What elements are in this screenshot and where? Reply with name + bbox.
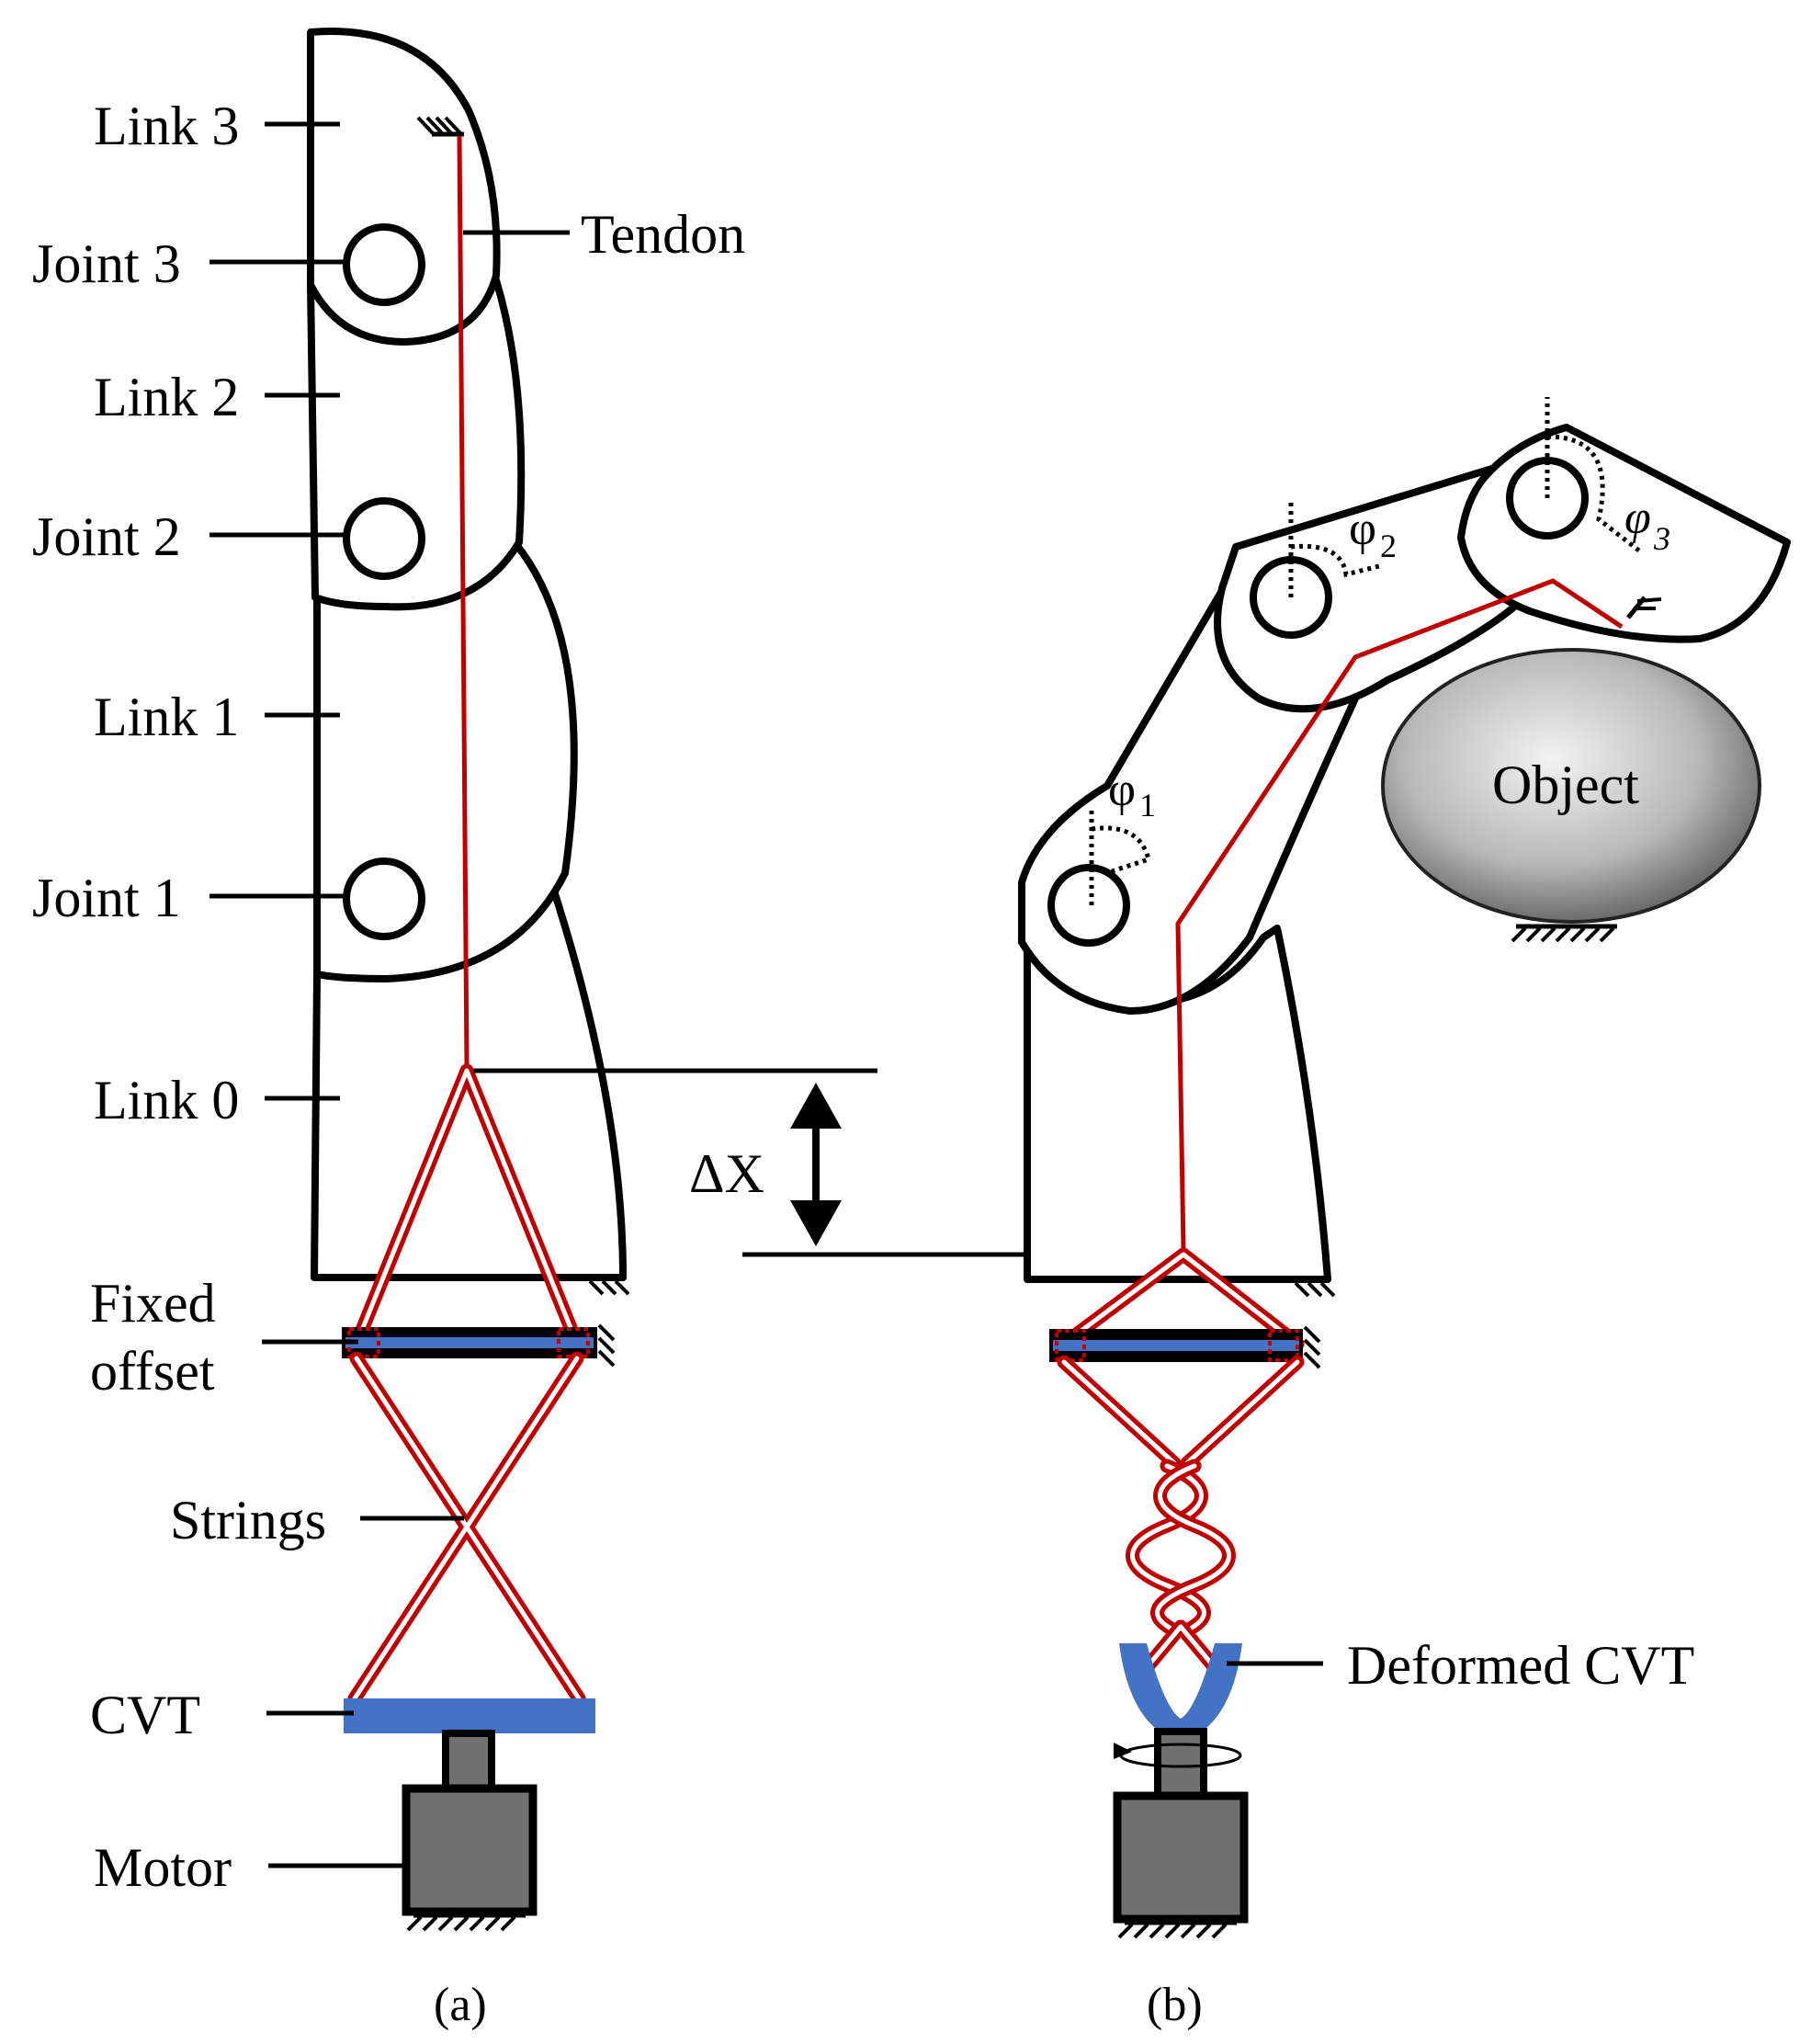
base-ground-b-icon bbox=[1294, 1281, 1336, 1298]
panel-a: Link 3 Joint 3 Link 2 Joint 2 Link 1 Joi… bbox=[32, 28, 745, 2031]
motor-shaft-b bbox=[1154, 1728, 1207, 1800]
twisted-strings bbox=[1057, 1355, 1305, 1673]
motor-ground-b-icon bbox=[1117, 1920, 1237, 1939]
tendon-b-line bbox=[1175, 578, 1624, 1251]
cvt-bar bbox=[344, 1698, 595, 1733]
fixed-offset-bar-b bbox=[1049, 1325, 1321, 1369]
label-link-3: Link 3 bbox=[94, 96, 239, 156]
upper-strings-b bbox=[1057, 1247, 1305, 1351]
joint-3-circle bbox=[343, 223, 425, 306]
motor-body bbox=[402, 1784, 538, 1916]
upper-strings bbox=[349, 1063, 584, 1351]
rotation-icon bbox=[1114, 1743, 1242, 1768]
label-phi2: φ bbox=[1349, 503, 1376, 555]
label-delta-x: ΔX bbox=[689, 1143, 764, 1204]
base-ground-icon bbox=[588, 1279, 630, 1296]
tendon-line bbox=[457, 135, 470, 1067]
panel-b: Object φ 1 φ 2 φ 3 bbox=[1018, 397, 1791, 2031]
caption-a: (a) bbox=[434, 1979, 487, 2031]
label-joint-3: Joint 3 bbox=[32, 233, 181, 294]
label-joint-2: Joint 2 bbox=[32, 506, 181, 567]
tendon-anchor-icon bbox=[416, 116, 464, 137]
angle-markers bbox=[1089, 397, 1642, 905]
label-tendon: Tendon bbox=[581, 204, 745, 265]
motor-ground-icon bbox=[406, 1913, 526, 1932]
tendon-anchor-b-icon bbox=[1626, 596, 1662, 619]
label-object: Object bbox=[1492, 755, 1639, 815]
label-fixed: Fixed bbox=[90, 1273, 216, 1334]
label-cvt: CVT bbox=[90, 1685, 200, 1745]
label-deformed-cvt: Deformed CVT bbox=[1347, 1635, 1694, 1696]
label-phi3: φ bbox=[1624, 492, 1651, 544]
object-ellipse bbox=[1381, 648, 1761, 924]
joint-1-b-circle bbox=[1047, 864, 1130, 947]
label-link-0: Link 0 bbox=[94, 1070, 239, 1130]
fixed-offset-bar bbox=[342, 1323, 616, 1368]
motor-body-b bbox=[1113, 1791, 1249, 1924]
object-ground-icon bbox=[1511, 924, 1617, 943]
label-link-1: Link 1 bbox=[94, 687, 239, 747]
caption-b: (b) bbox=[1147, 1979, 1203, 2031]
label-offset: offset bbox=[90, 1341, 215, 1402]
label-phi2-sub: 2 bbox=[1380, 528, 1397, 564]
joint-2-circle bbox=[343, 497, 425, 580]
label-link-2: Link 2 bbox=[94, 367, 239, 427]
crossing-strings bbox=[347, 1351, 586, 1706]
label-phi3-sub: 3 bbox=[1653, 520, 1670, 557]
leader-lines-a bbox=[209, 121, 570, 1868]
label-strings: Strings bbox=[170, 1490, 326, 1550]
motor-shaft bbox=[442, 1730, 495, 1792]
label-motor: Motor bbox=[94, 1837, 232, 1898]
arrow-down-icon bbox=[790, 1200, 842, 1246]
joint-1-circle bbox=[343, 857, 425, 940]
label-phi1: φ bbox=[1108, 764, 1136, 816]
label-joint-1: Joint 1 bbox=[32, 868, 181, 928]
label-phi1-sub: 1 bbox=[1139, 787, 1156, 823]
deformed-cvt-shape bbox=[1119, 1643, 1242, 1742]
arrow-up-icon bbox=[790, 1083, 842, 1129]
